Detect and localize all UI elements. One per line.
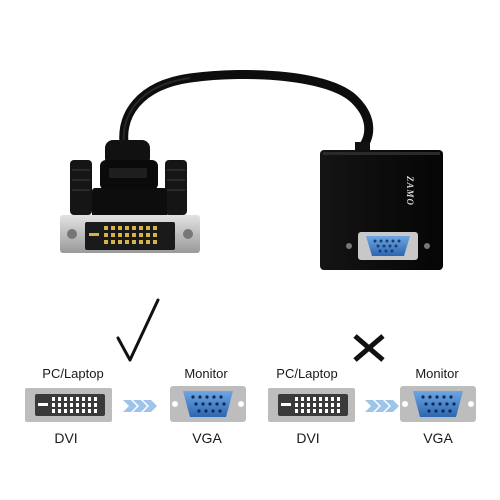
target-port-bad: VGA [423, 430, 453, 446]
arrow-icon-right [365, 400, 399, 412]
vga-port-icon-right [400, 386, 476, 422]
source-label-good: PC/Laptop [42, 366, 104, 381]
arrow-icon-left [123, 400, 157, 412]
cross-icon [353, 334, 385, 362]
dvi-port-icon-right [268, 388, 355, 422]
source-label-bad: PC/Laptop [276, 366, 338, 381]
source-port-good: DVI [54, 430, 78, 446]
vga-port-icon-left [170, 386, 246, 422]
dvi-port-icon-left [25, 388, 112, 422]
target-label-bad: Monitor [415, 366, 459, 381]
target-label-good: Monitor [184, 366, 228, 381]
check-icon [116, 298, 160, 362]
source-port-bad: DVI [296, 430, 320, 446]
target-port-good: VGA [192, 430, 222, 446]
adapter-box [320, 142, 443, 270]
brand-logo: ZAMO [405, 176, 415, 207]
dvi-plug [60, 140, 200, 253]
